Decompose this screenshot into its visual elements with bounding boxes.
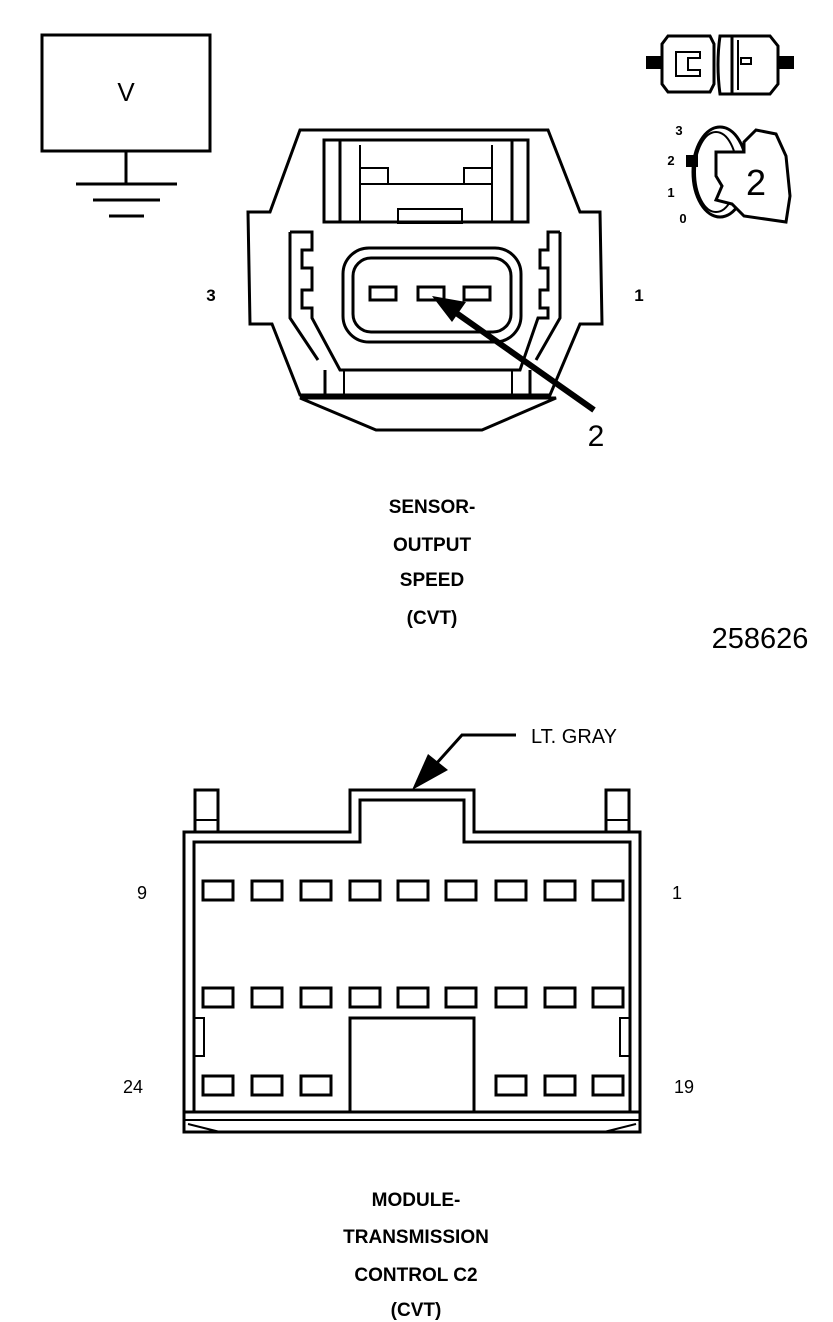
key-tick-1: 1 (667, 185, 674, 200)
module-pin (591, 1074, 625, 1097)
module-pin-row-middle (201, 986, 625, 1009)
module-pin-top-left-label: 9 (137, 883, 147, 903)
module-caption: MODULE- TRANSMISSION CONTROL C2 (CVT) (343, 1190, 489, 1321)
module-pin (250, 879, 284, 902)
meter-symbol: V (117, 77, 135, 107)
sensor-pin-right-label: 1 (634, 286, 643, 305)
key-position-value: 2 (746, 162, 766, 203)
ground-icon (76, 182, 177, 218)
callout-arrow-icon (432, 296, 466, 322)
module-caption-line-3: CONTROL C2 (354, 1265, 477, 1286)
module-pin-top-right-label: 1 (672, 883, 682, 903)
module-pin (201, 879, 235, 902)
module-pin (396, 986, 430, 1009)
sensor-caption-line-1: SENSOR- (389, 497, 476, 518)
module-caption-line-2: TRANSMISSION (343, 1227, 489, 1248)
module-pin (494, 879, 528, 902)
module-pin (348, 879, 382, 902)
color-label: LT. GRAY (531, 726, 617, 748)
sensor-pin-left-label: 3 (206, 286, 215, 305)
module-pin (250, 986, 284, 1009)
module-pin (444, 879, 478, 902)
module-pin-bottom-right-label: 19 (674, 1077, 694, 1097)
module-pin (591, 879, 625, 902)
module-pin (494, 1074, 528, 1097)
sensor-pin-3 (368, 285, 398, 302)
module-pin-bottom-left-label: 24 (123, 1077, 143, 1097)
module-caption-line-4: (CVT) (391, 1300, 442, 1321)
sensor-caption: SENSOR- OUTPUT SPEED (CVT) (389, 497, 476, 629)
module-pin (250, 1074, 284, 1097)
key-tick-2: 2 (667, 153, 674, 168)
sensor-callout-label: 2 (588, 420, 605, 453)
module-pin (299, 986, 333, 1009)
module-pin-row-top (201, 879, 625, 902)
module-pin (494, 986, 528, 1009)
module-pin (444, 986, 478, 1009)
key-tick-3: 3 (675, 123, 682, 138)
figure-id: 258626 (712, 623, 809, 655)
sensor-pin-1 (462, 285, 492, 302)
sensor-caption-line-3: SPEED (400, 570, 464, 591)
sensor-pin-2 (416, 285, 446, 302)
module-pin (201, 986, 235, 1009)
module-pin (543, 1074, 577, 1097)
voltmeter-icon: V (40, 33, 212, 218)
color-pointer-arrow-icon (412, 754, 448, 790)
module-pin-row-bottom (201, 1074, 625, 1097)
sensor-caption-line-4: (CVT) (407, 608, 458, 629)
module-connector (182, 788, 642, 1134)
sensor-caption-line-2: OUTPUT (393, 535, 472, 556)
module-pin (299, 879, 333, 902)
module-pin (348, 986, 382, 1009)
module-pin (396, 879, 430, 902)
connector-disconnected-icon (646, 34, 794, 96)
module-pin (591, 986, 625, 1009)
module-caption-line-1: MODULE- (372, 1190, 461, 1211)
module-pin (543, 986, 577, 1009)
module-pin (201, 1074, 235, 1097)
module-pin (299, 1074, 333, 1097)
module-pin (543, 879, 577, 902)
ignition-key-icon: 3 2 1 0 2 (667, 123, 792, 226)
sensor-connector (246, 128, 604, 432)
key-tick-0: 0 (679, 211, 686, 226)
